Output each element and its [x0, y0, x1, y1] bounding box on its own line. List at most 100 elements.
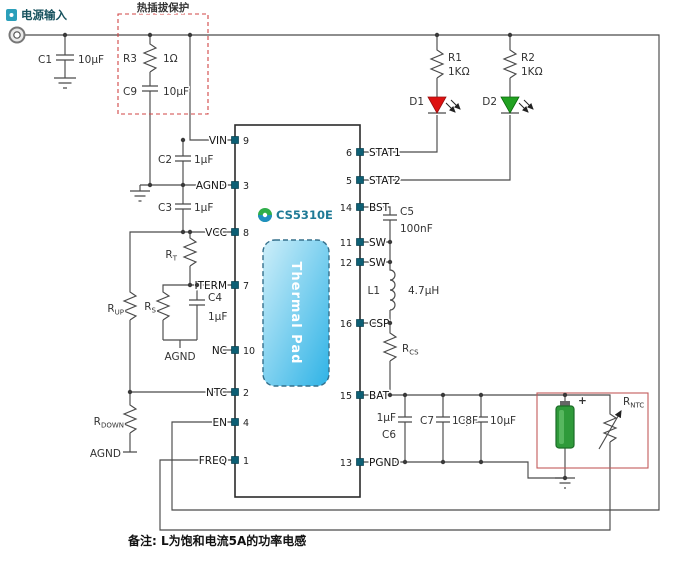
pin-square-iterm	[231, 281, 239, 289]
c2-value: 1μF	[194, 154, 213, 166]
d1-name: D1	[409, 96, 424, 108]
rntc-arrow	[598, 410, 622, 450]
pin-square-en	[231, 418, 239, 426]
ic-cs5310e: CS5310E Thermal Pad	[234, 124, 361, 498]
wire-c1-branch	[54, 35, 76, 89]
battery-plus-label: +	[578, 395, 587, 407]
hot-swap-label: 热插拔保护	[137, 1, 190, 14]
battery-icon	[555, 405, 575, 449]
pin-name-nc: NC	[212, 345, 227, 357]
c6-name: C6	[382, 429, 396, 441]
rntc-label: RNTC	[623, 396, 644, 410]
led-d1-arrow-icon	[450, 99, 461, 110]
pin-square-bat	[356, 391, 364, 399]
pin-name-pgnd: PGND	[369, 457, 399, 469]
pin-name-stat2: STAT2	[369, 175, 401, 187]
battery-pack-border	[536, 392, 649, 469]
bottom-note: 备注: L为饱和电流5A的功率电感	[127, 533, 306, 548]
led-d2	[500, 96, 534, 114]
r3-name: R3	[123, 53, 137, 65]
pin-square-vin	[231, 136, 239, 144]
pin-num-bst: 14	[340, 203, 352, 214]
pin-name-iterm: ITERM	[195, 280, 228, 292]
wire-freq-loop	[159, 447, 611, 531]
led-d2-arrow-icon	[518, 102, 529, 113]
wire-c8	[474, 395, 488, 462]
wire-bst-c5	[362, 206, 397, 242]
pin-square-csp	[356, 319, 364, 327]
wire-c6	[398, 395, 412, 462]
wire-c2	[175, 140, 191, 185]
battery-terminal-nub-icon	[560, 401, 570, 406]
r1-value: 1KΩ	[448, 66, 470, 78]
pin-num-pgnd: 13	[340, 458, 352, 469]
pin-square-freq	[231, 456, 239, 464]
led-d2-triangle-icon	[500, 96, 520, 114]
wire-rntc	[565, 394, 618, 447]
ic-part-number: CS5310E	[276, 208, 333, 222]
c3-name: C3	[158, 202, 172, 214]
c8-name: C8	[458, 415, 472, 427]
wire-agnd	[130, 184, 233, 202]
pin-name-freq: FREQ	[199, 455, 227, 467]
pin-square-sw2	[356, 258, 364, 266]
thermal-pad	[262, 239, 330, 387]
c7-value: 10μF	[452, 415, 478, 427]
vendor-logo-icon-half	[258, 215, 272, 222]
agnd-mid-label: AGND	[164, 351, 195, 363]
r3-value: 1Ω	[163, 53, 178, 65]
pin-num-vin: 9	[243, 136, 249, 147]
pin-square-sw1	[356, 238, 364, 246]
pin-name-en: EN	[213, 417, 228, 429]
pin-num-csp: 16	[340, 319, 352, 330]
pin-num-agnd: 3	[243, 181, 249, 192]
wire-sw-l1	[362, 241, 396, 323]
rt-label: RT	[165, 249, 177, 263]
terminal-inner-icon	[13, 31, 21, 39]
pin-name-csp: CSP	[369, 318, 389, 330]
wire-vcc-divider	[122, 231, 233, 453]
c4-value: 1μF	[208, 311, 227, 323]
junction-dots	[62, 32, 568, 481]
pin-name-bst: BST	[369, 202, 390, 214]
wire-c7	[436, 395, 450, 462]
wire-iterm	[155, 284, 233, 348]
r2-name: R2	[521, 52, 535, 64]
hot-swap-dashed-border	[117, 13, 209, 115]
l1-value: 4.7μH	[408, 285, 439, 297]
pin-num-freq: 1	[243, 456, 249, 467]
pin-num-ntc: 2	[243, 388, 249, 399]
pin-name-stat1: STAT1	[369, 147, 401, 159]
led-d2-arrow-icon	[523, 99, 534, 110]
c3-value: 1μF	[194, 202, 213, 214]
pin-square-agnd	[231, 181, 239, 189]
ic-left-pin-labels: VIN 9 AGND 3 VCC 8 ITERM 7 NC 10 NTC 2 E…	[193, 134, 255, 469]
thermal-pad-label: Thermal Pad	[288, 262, 303, 365]
wire-hotswap-branch	[142, 35, 158, 185]
pin-num-stat1: 6	[346, 148, 352, 159]
pin-square-stat2	[356, 176, 364, 184]
component-labels: C1 10μF R3 1Ω C9 10μF R1 1KΩ R2 1KΩ D1 D…	[36, 51, 544, 462]
pin-square-nc	[231, 346, 239, 354]
rs-label: RS	[144, 301, 156, 315]
ic-right-pin-labels: 6 STAT1 5 STAT2 14 BST 11 SW 12 SW 16 CS…	[340, 146, 402, 471]
pin-square-stat1	[356, 148, 364, 156]
rup-label: RUP	[107, 303, 124, 317]
r2-value: 1KΩ	[521, 66, 543, 78]
wire-vin-pin	[189, 35, 233, 141]
pin-name-agnd: AGND	[196, 180, 227, 192]
vendor-logo-icon-dot	[262, 212, 268, 218]
hot-swap-protection-box: 热插拔保护	[117, 0, 209, 115]
power-input-label: 电源输入	[21, 8, 67, 22]
pin-name-sw2: SW	[369, 257, 387, 269]
battery-highlight-icon	[559, 410, 564, 444]
pin-num-vcc: 8	[243, 228, 249, 239]
c2-name: C2	[158, 154, 172, 166]
d2-name: D2	[482, 96, 497, 108]
c5-value: 100nF	[400, 223, 433, 235]
pin-square-ntc	[231, 388, 239, 396]
wire-bat	[362, 394, 575, 489]
c8-value: 10μF	[490, 415, 516, 427]
